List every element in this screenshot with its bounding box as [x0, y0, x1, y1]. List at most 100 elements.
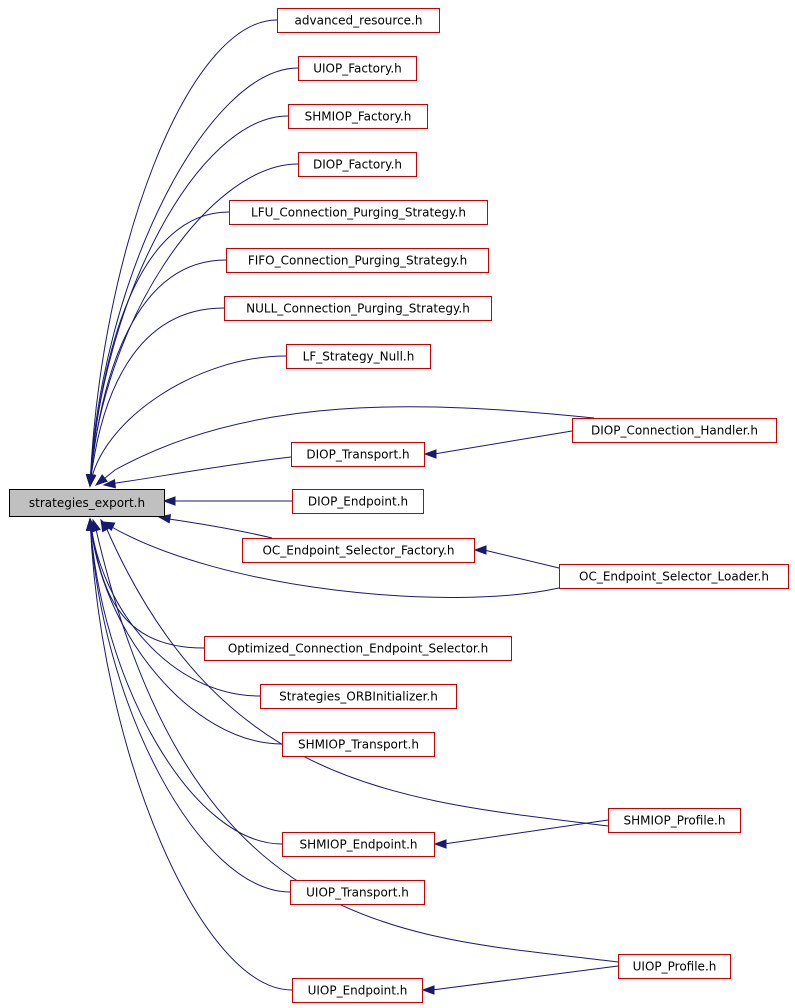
file-node-box[interactable]: [226, 248, 489, 273]
file-node-label: UIOP_Profile.h: [633, 960, 717, 974]
file-node-box[interactable]: [572, 418, 777, 443]
file-node[interactable]: OC_Endpoint_Selector_Factory.h: [242, 538, 475, 563]
edge-arrowhead: [85, 517, 96, 531]
file-node-label: Optimized_Connection_Endpoint_Selector.h: [228, 642, 488, 656]
dependency-edge-n5-to-root: [89, 211, 230, 487]
file-node-label: SHMIOP_Transport.h: [298, 738, 419, 752]
edge-arrowhead: [421, 985, 435, 995]
dependency-edge-n13-to-root: [109, 525, 560, 598]
file-node[interactable]: SHMIOP_Endpoint.h: [282, 832, 435, 857]
file-node[interactable]: OC_Endpoint_Selector_Loader.h: [559, 564, 789, 589]
edge-arrowhead: [87, 473, 97, 488]
dependency-edge-n9-to-root: [99, 406, 595, 483]
dependency-edge-n1-to-root: [89, 19, 278, 487]
file-node-label: UIOP_Factory.h: [313, 62, 402, 76]
file-node[interactable]: DIOP_Connection_Handler.h: [572, 418, 777, 443]
file-node[interactable]: advanced_resource.h: [277, 8, 440, 33]
file-node-box[interactable]: [260, 684, 457, 709]
dependency-edge-n10-to-root: [107, 456, 292, 485]
file-node[interactable]: LFU_Connection_Purging_Strategy.h: [229, 200, 488, 225]
file-node[interactable]: SHMIOP_Transport.h: [282, 732, 435, 757]
edge-arrowhead: [94, 474, 108, 486]
file-node-box[interactable]: [291, 442, 425, 467]
file-node-label: DIOP_Endpoint.h: [308, 495, 408, 509]
file-node-box[interactable]: [229, 200, 488, 225]
file-node[interactable]: DIOP_Endpoint.h: [292, 489, 424, 514]
dependency-edge-n6-to-root: [89, 259, 227, 487]
dependency-edge-n15-to-root: [89, 518, 261, 697]
file-node-box[interactable]: [282, 832, 435, 857]
file-node[interactable]: DIOP_Factory.h: [298, 152, 417, 177]
file-node-box[interactable]: [292, 978, 423, 1003]
file-node-label: FIFO_Connection_Purging_Strategy.h: [248, 254, 467, 268]
edge-arrowhead: [473, 545, 487, 555]
edge-arrowhead: [433, 839, 447, 849]
file-node-label: advanced_resource.h: [295, 14, 423, 28]
file-node-box[interactable]: [608, 808, 741, 833]
file-node-label: LF_Strategy_Null.h: [303, 350, 415, 364]
edge-arrowhead: [102, 479, 116, 489]
dependency-edge-n16-to-root: [89, 518, 283, 745]
dependency-edge-n8-to-root: [89, 355, 287, 487]
file-node-label: DIOP_Factory.h: [313, 158, 402, 172]
file-node-label: SHMIOP_Endpoint.h: [299, 838, 417, 852]
file-node-label: UIOP_Endpoint.h: [308, 984, 408, 998]
file-node-box[interactable]: [204, 636, 512, 661]
root-node: strategies_export.h: [9, 489, 165, 517]
root-node-box: [9, 489, 165, 517]
file-node-box[interactable]: [286, 344, 431, 369]
file-node[interactable]: Strategies_ORBInitializer.h: [260, 684, 457, 709]
file-node-box[interactable]: [288, 104, 428, 129]
file-node-box[interactable]: [292, 489, 424, 514]
file-node-label: NULL_Connection_Purging_Strategy.h: [246, 302, 470, 316]
file-node-box[interactable]: [559, 564, 789, 589]
root-node-label: strategies_export.h: [29, 496, 145, 510]
file-node[interactable]: UIOP_Transport.h: [290, 880, 425, 905]
file-node-label: DIOP_Transport.h: [306, 448, 409, 462]
edge-arrowhead: [162, 496, 176, 506]
edge-layer: [85, 19, 619, 995]
file-node-box[interactable]: [282, 732, 435, 757]
file-node-box[interactable]: [290, 880, 425, 905]
file-node[interactable]: FIFO_Connection_Purging_Strategy.h: [226, 248, 489, 273]
file-node-box[interactable]: [618, 954, 731, 979]
file-node[interactable]: UIOP_Endpoint.h: [292, 978, 423, 1003]
file-node[interactable]: SHMIOP_Factory.h: [288, 104, 428, 129]
dependency-edge-n14-to-root: [89, 518, 205, 649]
file-node[interactable]: DIOP_Transport.h: [291, 442, 425, 467]
dependency-edge-n12-to-root: [161, 517, 273, 539]
dependency-edge-n9-to-n10: [433, 430, 573, 455]
file-node-label: UIOP_Transport.h: [306, 886, 409, 900]
dependency-edge-n21-to-root: [89, 518, 293, 991]
file-node-label: Strategies_ORBInitializer.h: [279, 690, 438, 704]
dependency-edge-n19-to-root: [89, 518, 291, 893]
file-node[interactable]: SHMIOP_Profile.h: [608, 808, 741, 833]
edge-arrowhead: [423, 449, 437, 459]
file-node-box[interactable]: [242, 538, 475, 563]
file-node[interactable]: UIOP_Profile.h: [618, 954, 731, 979]
file-node[interactable]: NULL_Connection_Purging_Strategy.h: [224, 296, 492, 321]
file-node-label: DIOP_Connection_Handler.h: [591, 424, 758, 438]
node-layer: strategies_export.h advanced_resource.hUI…: [9, 8, 789, 1003]
file-node[interactable]: UIOP_Factory.h: [298, 56, 417, 81]
file-node-box[interactable]: [298, 56, 417, 81]
file-node-label: LFU_Connection_Purging_Strategy.h: [251, 206, 466, 220]
file-node-label: OC_Endpoint_Selector_Factory.h: [262, 544, 454, 558]
edge-arrowhead: [100, 518, 111, 533]
file-node-box[interactable]: [277, 8, 440, 33]
file-node-label: SHMIOP_Factory.h: [305, 110, 412, 124]
file-node-box[interactable]: [298, 152, 417, 177]
dependency-edge-n7-to-root: [89, 307, 225, 487]
dependency-edge-n20-to-n21: [431, 965, 619, 991]
dependency-edge-n2-to-root: [89, 67, 299, 487]
file-node[interactable]: LF_Strategy_Null.h: [286, 344, 431, 369]
dependency-edge-n17-to-n18: [443, 819, 609, 845]
file-node-box[interactable]: [224, 296, 492, 321]
file-node-label: OC_Endpoint_Selector_Loader.h: [579, 570, 769, 584]
dependency-edge-n17-to-root: [104, 524, 609, 827]
dependency-edge-n13-to-n12: [483, 549, 560, 569]
file-node[interactable]: Optimized_Connection_Endpoint_Selector.h: [204, 636, 512, 661]
file-node-label: SHMIOP_Profile.h: [624, 814, 726, 828]
dependency-edge-n18-to-root: [89, 518, 283, 845]
